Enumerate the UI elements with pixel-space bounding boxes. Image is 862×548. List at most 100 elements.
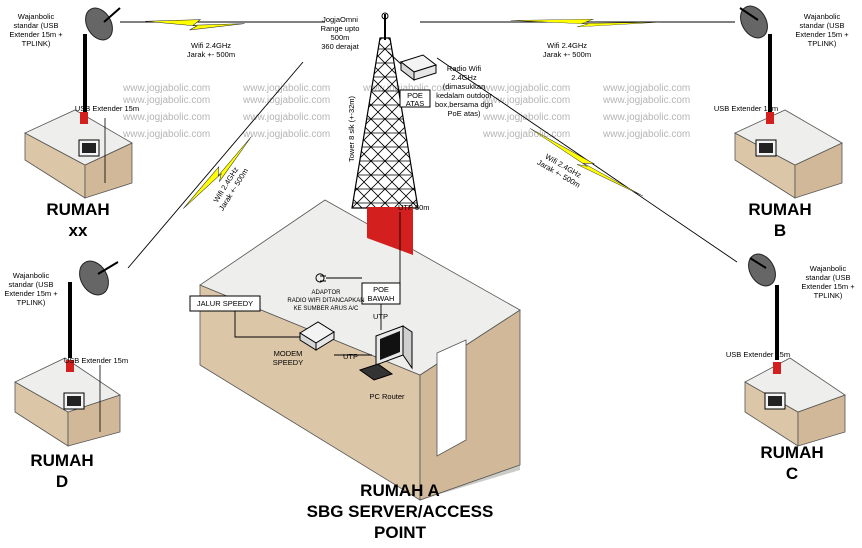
svg-text:JogjaOmni: JogjaOmni [322, 15, 358, 24]
svg-text:ADAPTOR: ADAPTOR [312, 290, 342, 296]
svg-text:Range upto: Range upto [321, 24, 360, 33]
svg-text:RUMAH: RUMAH [30, 451, 93, 470]
svg-text:Wajanbolic: Wajanbolic [804, 12, 841, 21]
svg-text:www.jogjabolic.com: www.jogjabolic.com [482, 95, 570, 106]
svg-text:2.4GHz: 2.4GHz [451, 73, 477, 82]
jalur-speedy-box: JALUR SPEEDY [189, 295, 300, 338]
house-a [199, 199, 521, 501]
svg-text:USB Extender 15m: USB Extender 15m [714, 104, 778, 113]
svg-text:www.jogjabolic.com: www.jogjabolic.com [122, 83, 210, 94]
svg-text:www.jogjabolic.com: www.jogjabolic.com [602, 112, 690, 123]
adaptor: ADAPTOR RADIO WIFI DITANCAPKAN KE SUMBER… [287, 273, 365, 312]
svg-text:BAWAH: BAWAH [368, 294, 395, 303]
svg-text:RADIO WIFI DITANCAPKAN: RADIO WIFI DITANCAPKAN [287, 298, 364, 304]
omni-label: JogjaOmni Range upto 500m 360 derajat [321, 15, 360, 51]
svg-text:D: D [56, 472, 68, 491]
house-b: USB Extender 15m Wajanbolic standar (USB… [714, 5, 849, 240]
svg-text:RUMAH A: RUMAH A [360, 481, 440, 500]
utp-label-modem: UTP [343, 352, 358, 361]
svg-text:www.jogjabolic.com: www.jogjabolic.com [602, 95, 690, 106]
house-c: USB Extender 15m Wajanbolic standar (USB… [726, 253, 855, 483]
modem-speedy: MODEM SPEEDY [273, 321, 335, 367]
wifi-label-left: Wifi 2.4GHz Jarak +- 500m [211, 165, 250, 212]
svg-text:RUMAH: RUMAH [760, 443, 823, 462]
svg-text:Extender 15m +: Extender 15m + [9, 30, 63, 39]
svg-text:www.jogjabolic.com: www.jogjabolic.com [242, 83, 330, 94]
svg-text:B: B [774, 221, 786, 240]
chimney-red [367, 207, 413, 255]
svg-text:USB Extender 15m: USB Extender 15m [726, 350, 790, 359]
pc-router: PC Router [358, 325, 413, 401]
svg-text:RUMAH: RUMAH [748, 200, 811, 219]
svg-text:500m: 500m [331, 33, 350, 42]
chimney-red [766, 112, 774, 124]
svg-text:Wajanbolic: Wajanbolic [13, 271, 50, 280]
svg-text:standar (USB: standar (USB [8, 280, 53, 289]
svg-text:USB Extender 15m: USB Extender 15m [64, 356, 128, 365]
svg-text:www.jogjabolic.com: www.jogjabolic.com [242, 129, 330, 140]
radio-label: Radio Wifi 2.4GHz (dimasukkan kedalam ou… [435, 64, 493, 118]
svg-text:www.jogjabolic.com: www.jogjabolic.com [482, 112, 570, 123]
svg-text:www.jogjabolic.com: www.jogjabolic.com [482, 129, 570, 140]
wifi-lightning-top-right [510, 18, 660, 28]
svg-text:standar (USB: standar (USB [805, 273, 850, 282]
wifi-lightning-top-left [145, 19, 245, 31]
svg-text:www.jogjabolic.com: www.jogjabolic.com [122, 95, 210, 106]
svg-text:C: C [786, 464, 798, 483]
keyboard [358, 363, 394, 381]
svg-text:PoE atas): PoE atas) [448, 109, 481, 118]
svg-text:www.jogjabolic.com: www.jogjabolic.com [602, 129, 690, 140]
wifi-label-top-left: Wifi 2.4GHz Jarak +- 500m [187, 41, 235, 59]
svg-text:Extender 15m +: Extender 15m + [795, 30, 849, 39]
svg-text:(dimasukkan: (dimasukkan [443, 82, 486, 91]
chimney-red [66, 360, 74, 372]
svg-text:www.jogjabolic.com: www.jogjabolic.com [362, 83, 450, 94]
svg-text:PC Router: PC Router [369, 392, 405, 401]
svg-text:Wajanbolic: Wajanbolic [18, 12, 55, 21]
poe-bawah: POE BAWAH [361, 282, 401, 305]
svg-text:360 derajat: 360 derajat [321, 42, 359, 51]
chimney-red [773, 362, 781, 374]
house-a-title: RUMAH A SBG SERVER/ACCESS POINT [307, 481, 494, 542]
svg-text:xx: xx [69, 221, 88, 240]
svg-text:Radio Wifi: Radio Wifi [447, 64, 482, 73]
house-d: USB Extender 15m Wajanbolic standar (USB… [4, 260, 128, 491]
svg-text:www.jogjabolic.com: www.jogjabolic.com [122, 129, 210, 140]
svg-text:MODEM: MODEM [274, 349, 303, 358]
svg-text:TPLINK): TPLINK) [814, 291, 843, 300]
svg-text:SPEEDY: SPEEDY [273, 358, 303, 367]
svg-text:ATAS: ATAS [406, 99, 424, 108]
svg-text:www.jogjabolic.com: www.jogjabolic.com [482, 83, 570, 94]
svg-text:TPLINK): TPLINK) [808, 39, 837, 48]
watermark-layer: www.jogjabolic.com www.jogjabolic.com ww… [122, 83, 690, 140]
svg-text:Extender 15m +: Extender 15m + [4, 289, 58, 298]
svg-text:SBG SERVER/ACCESS: SBG SERVER/ACCESS [307, 502, 494, 521]
wajanbolic-dish [79, 260, 109, 296]
svg-text:www.jogjabolic.com: www.jogjabolic.com [242, 95, 330, 106]
door [436, 339, 467, 457]
svg-text:Wifi 2.4GHz: Wifi 2.4GHz [547, 41, 587, 50]
svg-text:Jarak +- 500m: Jarak +- 500m [187, 50, 235, 59]
svg-text:POE: POE [373, 285, 389, 294]
wajanbolic-dish [748, 253, 776, 287]
svg-text:Wajanbolic: Wajanbolic [810, 264, 847, 273]
svg-text:kedalam outdoor: kedalam outdoor [436, 91, 492, 100]
utp-label-vertical: UTP [373, 312, 388, 321]
svg-text:POE: POE [407, 91, 423, 100]
svg-text:box,bersama dgn: box,bersama dgn [435, 100, 493, 109]
radio-box [387, 51, 438, 82]
svg-text:TPLINK): TPLINK) [22, 39, 51, 48]
svg-text:Jarak +- 500m: Jarak +- 500m [543, 50, 591, 59]
svg-text:www.jogjabolic.com: www.jogjabolic.com [122, 112, 210, 123]
utp-50m-label: UTP 50m [398, 203, 430, 212]
tower-label: Tower 8 slk (+-32m) [347, 95, 356, 162]
svg-text:standar (USB: standar (USB [13, 21, 58, 30]
svg-text:TPLINK): TPLINK) [17, 298, 46, 307]
poe-atas: POE ATAS [399, 89, 431, 108]
svg-text:RUMAH: RUMAH [46, 200, 109, 219]
svg-text:www.jogjabolic.com: www.jogjabolic.com [602, 83, 690, 94]
svg-text:Extender 15m +: Extender 15m + [801, 282, 855, 291]
wifi-label-top-right: Wifi 2.4GHz Jarak +- 500m [543, 41, 591, 59]
svg-text:www.jogjabolic.com: www.jogjabolic.com [242, 112, 330, 123]
svg-text:standar (USB: standar (USB [799, 21, 844, 30]
